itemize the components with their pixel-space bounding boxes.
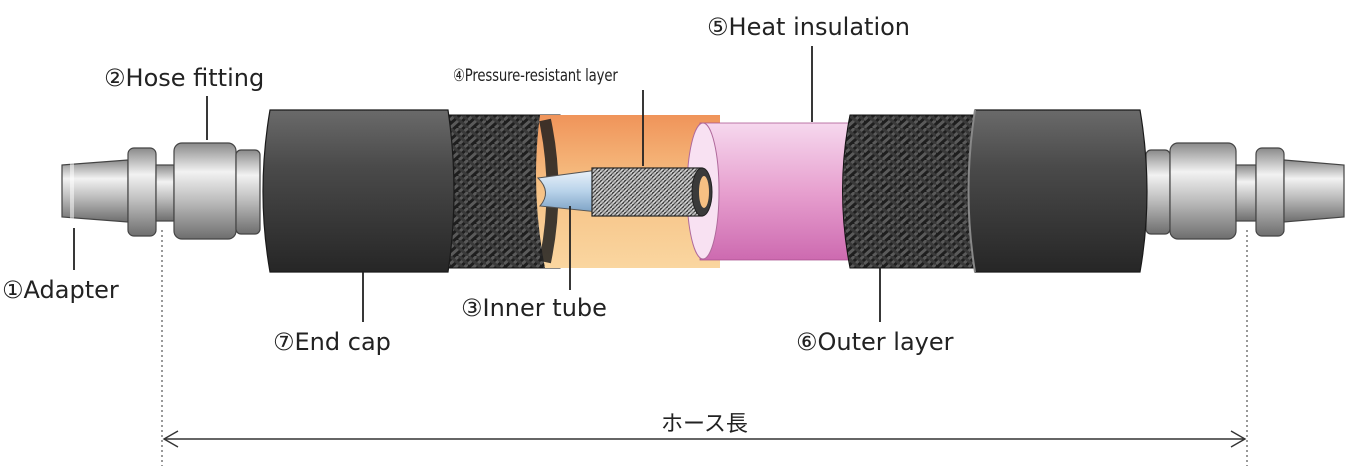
left-hex-nut-1 (127, 147, 157, 237)
pressure-layer-braid (591, 167, 703, 217)
label-outer-layer: ⑥Outer layer (796, 328, 954, 356)
outer-braid-right (842, 114, 991, 269)
label-hose-length: ホース長 (657, 406, 752, 438)
right-adapter-tip (1283, 159, 1345, 223)
right-hex-nut-1 (1255, 147, 1285, 237)
right-fitting (1145, 142, 1345, 240)
hose-body (429, 114, 991, 269)
right-hex-nut-2 (1169, 142, 1237, 240)
leader-lines (73, 46, 881, 322)
inner-tube (536, 169, 599, 213)
label-end-cap: ⑦End cap (273, 328, 391, 356)
label-heat-insulation: ⑤Heat insulation (707, 13, 911, 41)
label-inner-tube: ③Inner tube (461, 294, 607, 322)
left-fitting (61, 142, 261, 240)
hose-length-dimension (161, 230, 1248, 466)
heat-insulation-section (699, 122, 861, 261)
left-end-cap (262, 109, 455, 273)
dim-arrowhead-right (1230, 430, 1247, 448)
end-caps (262, 109, 1148, 273)
left-hex-nut-2 (173, 142, 237, 240)
label-adapter: ①Adapter (2, 276, 119, 304)
right-end-cap (967, 109, 1148, 273)
dim-arrowhead-left (162, 430, 179, 448)
label-pressure-layer: ④Pressure-resistant layer (453, 66, 618, 86)
label-hose-fitting: ②Hose fitting (104, 64, 265, 92)
